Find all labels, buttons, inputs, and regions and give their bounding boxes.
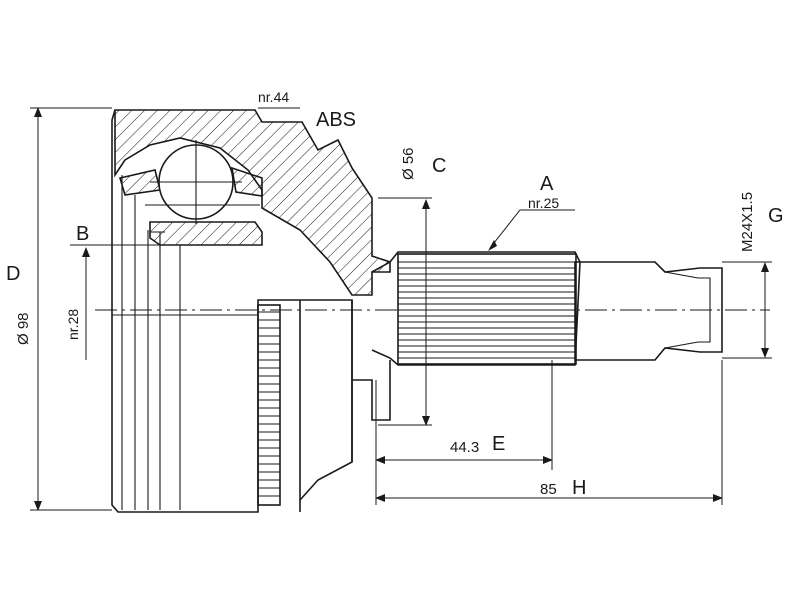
label-len443: 44.3 <box>450 439 479 456</box>
spline-section <box>397 253 577 365</box>
shaft <box>371 251 723 366</box>
leader-nr25-arrow <box>488 240 497 251</box>
housing-upper-section <box>114 109 391 296</box>
housing <box>111 109 391 513</box>
abs-ring-body <box>257 304 281 506</box>
abs-ring <box>257 304 281 506</box>
label-nr28: nr.28 <box>65 309 81 340</box>
leader-nr25 <box>489 209 575 249</box>
label-b: B <box>76 223 89 245</box>
abs-ring-teeth <box>258 311 280 497</box>
spline-lines <box>398 261 575 359</box>
label-m24: M24X1.5 <box>739 192 756 252</box>
label-nr25: nr.25 <box>528 195 559 211</box>
label-d98: Ø 98 <box>15 312 32 345</box>
label-c: C <box>432 155 446 177</box>
label-h: H <box>572 477 586 499</box>
label-nr44: nr.44 <box>258 89 289 105</box>
cage-section-right <box>230 166 263 197</box>
label-len85: 85 <box>540 481 557 498</box>
label-abs: ABS <box>316 109 356 131</box>
inner-race <box>149 221 263 246</box>
label-e: E <box>492 433 505 455</box>
housing-outer-wall <box>111 109 353 513</box>
threaded-end <box>574 261 723 361</box>
shaft-neck <box>371 251 581 366</box>
label-d56: Ø 56 <box>400 147 417 180</box>
housing-lower-outline <box>299 300 391 500</box>
label-d: D <box>6 263 20 285</box>
cage-lines <box>145 204 260 250</box>
label-a: A <box>540 173 554 195</box>
label-g: G <box>768 205 784 227</box>
